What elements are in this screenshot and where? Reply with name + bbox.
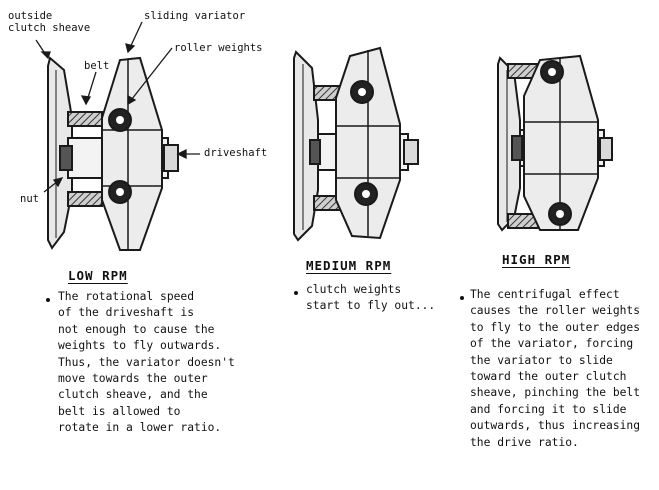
low-rpm-heading: LOW RPM [68,268,128,283]
nut [309,139,321,165]
sliding-variator [523,54,599,231]
label-sliding-variator: sliding variator [144,10,246,22]
belt-top [67,111,103,127]
sliding-variator [101,56,163,251]
low-rpm-drawing [47,56,179,251]
label-pointers [35,21,200,193]
medium-rpm-description: clutch weights start to fly out... [306,283,436,313]
label-outside-clutch-sheave: outside clutch sheave [8,10,91,34]
label-driveshaft: driveshaft [204,147,268,159]
driveshaft-end [163,144,179,172]
medium-rpm-bullet-dot [294,291,298,295]
high-rpm-bullet-dot [460,296,464,300]
nut [511,135,523,161]
medium-rpm-drawing [293,46,419,242]
label-roller-weights: roller weights [174,42,263,54]
nut [59,145,73,171]
label-belt: belt [84,60,110,72]
medium-rpm-heading: MEDIUM RPM [306,258,392,273]
low-rpm-bullet-dot [46,298,50,302]
high-rpm-heading: HIGH RPM [502,252,571,267]
high-rpm-description: The centrifugal effect causes the roller… [470,288,641,449]
low-rpm-description: The rotational speed of the driveshaft i… [58,290,235,435]
belt-bottom [67,191,103,207]
label-nut: nut [20,193,39,205]
driveshaft-end [599,137,613,161]
driveshaft-end [403,139,419,165]
high-rpm-drawing [497,54,613,232]
